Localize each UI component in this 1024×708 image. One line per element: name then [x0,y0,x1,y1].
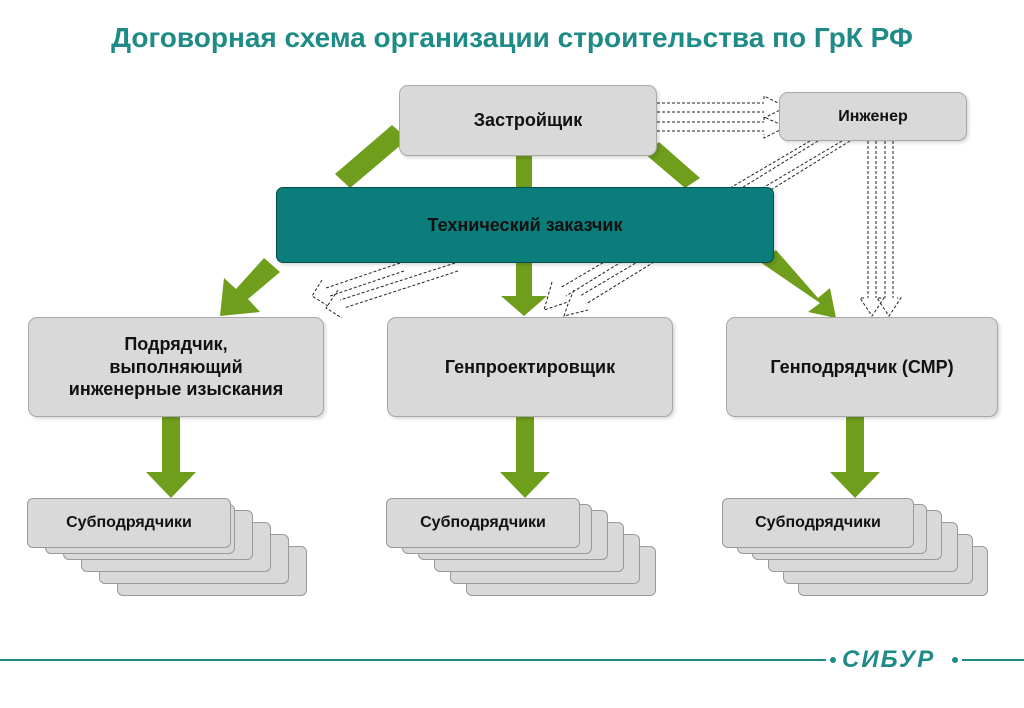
developer-label: Застройщик [473,110,583,131]
survey-contractor-label-line1: Подрядчик, [124,334,228,355]
general-contractor-box: Генподрядчик (СМР) [726,317,998,417]
developer-box: Застройщик [399,85,657,156]
arrow-gencontractor-to-sub [830,417,880,498]
subcontractors-label-1: Субподрядчики [27,498,231,548]
arrow-designer-to-sub [500,417,550,498]
engineer-label: Инженер [838,107,908,125]
footer-line-left [0,659,826,661]
dashed-tech-survey-2 [339,262,456,301]
survey-contractor-label-line3: инженерные изыскания [68,379,284,400]
dashed-tech-survey-1 [325,262,401,289]
engineer-box: Инженер [779,92,967,141]
subcontractors-label-2: Субподрядчики [386,498,580,548]
arrow-tech-to-designer [501,262,547,316]
arrow-developer-to-gencontractor [645,142,700,188]
footer-dot-right [952,657,958,663]
survey-contractor-label-line2: выполняющий [109,356,243,377]
subcontractors-stack-2: Субподрядчики [386,498,666,598]
sibur-logo: СИБУР [842,646,936,673]
general-contractor-label: Генподрядчик (СМР) [770,356,954,377]
general-designer-label: Генпроектировщик [444,356,616,377]
subcontractors-stack-1: Субподрядчики [27,498,307,598]
arrow-tech-to-survey [220,258,280,316]
arrow-developer-to-techcustomer [516,155,532,188]
technical-customer-box: Технический заказчик [276,187,774,263]
page-title: Договорная схема организации строительст… [111,22,913,53]
footer-dot-left [830,657,836,663]
arrow-developer-to-survey [335,125,408,188]
general-designer-box: Генпроектировщик [387,317,673,417]
subcontractors-label-3: Субподрядчики [722,498,914,548]
footer-line-right [962,659,1024,661]
arrow-survey-to-sub [146,417,196,498]
arrow-tech-to-gencontractor [760,250,836,318]
survey-contractor-box: Подрядчик, выполняющий инженерные изыска… [28,317,324,417]
subcontractors-stack-3: Субподрядчики [722,498,1002,598]
technical-customer-label: Технический заказчик [427,214,623,235]
